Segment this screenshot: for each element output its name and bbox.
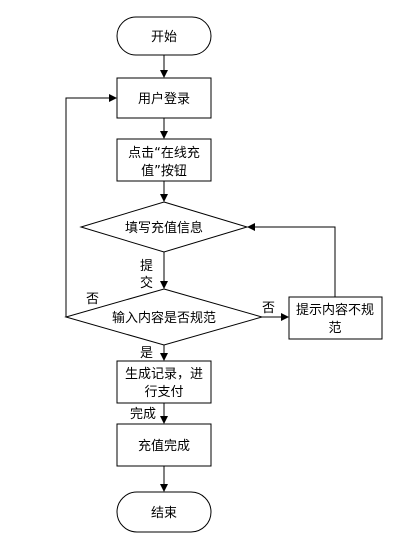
complete-label: 完成 bbox=[130, 407, 156, 422]
prompt-label-line2: 范 bbox=[328, 321, 341, 336]
click-recharge-label-line2: 值”按钮 bbox=[141, 163, 187, 179]
generate-label-line2: 行支付 bbox=[144, 385, 183, 400]
submit-label-line1: 提 bbox=[140, 258, 153, 274]
generate-record-box bbox=[116, 360, 212, 404]
end-terminal bbox=[116, 491, 212, 533]
prompt-label-line1: 提示内容不规 bbox=[296, 302, 374, 318]
fill-info-label: 填写充值信息 bbox=[125, 220, 203, 236]
end-label: 结束 bbox=[151, 506, 177, 521]
generate-label-line1: 生成记录，进 bbox=[125, 367, 203, 382]
no-label-right: 否 bbox=[262, 301, 275, 316]
prompt-invalid-box bbox=[288, 296, 383, 340]
done-label: 充值完成 bbox=[138, 438, 190, 454]
login-label: 用户登录 bbox=[138, 91, 190, 107]
arrow-prompt-fill bbox=[247, 223, 336, 297]
click-recharge-label-line1: 点击“在线充 bbox=[128, 145, 200, 161]
no-label-left: 否 bbox=[86, 292, 99, 307]
recharge-done-box bbox=[116, 423, 212, 467]
start-label: 开始 bbox=[151, 30, 177, 45]
submit-label-line2: 交 bbox=[140, 275, 153, 291]
validate-label: 输入内容是否规范 bbox=[112, 310, 216, 326]
arrow-validate-login bbox=[65, 94, 117, 317]
yes-label: 是 bbox=[140, 346, 153, 361]
login-box bbox=[116, 77, 212, 119]
